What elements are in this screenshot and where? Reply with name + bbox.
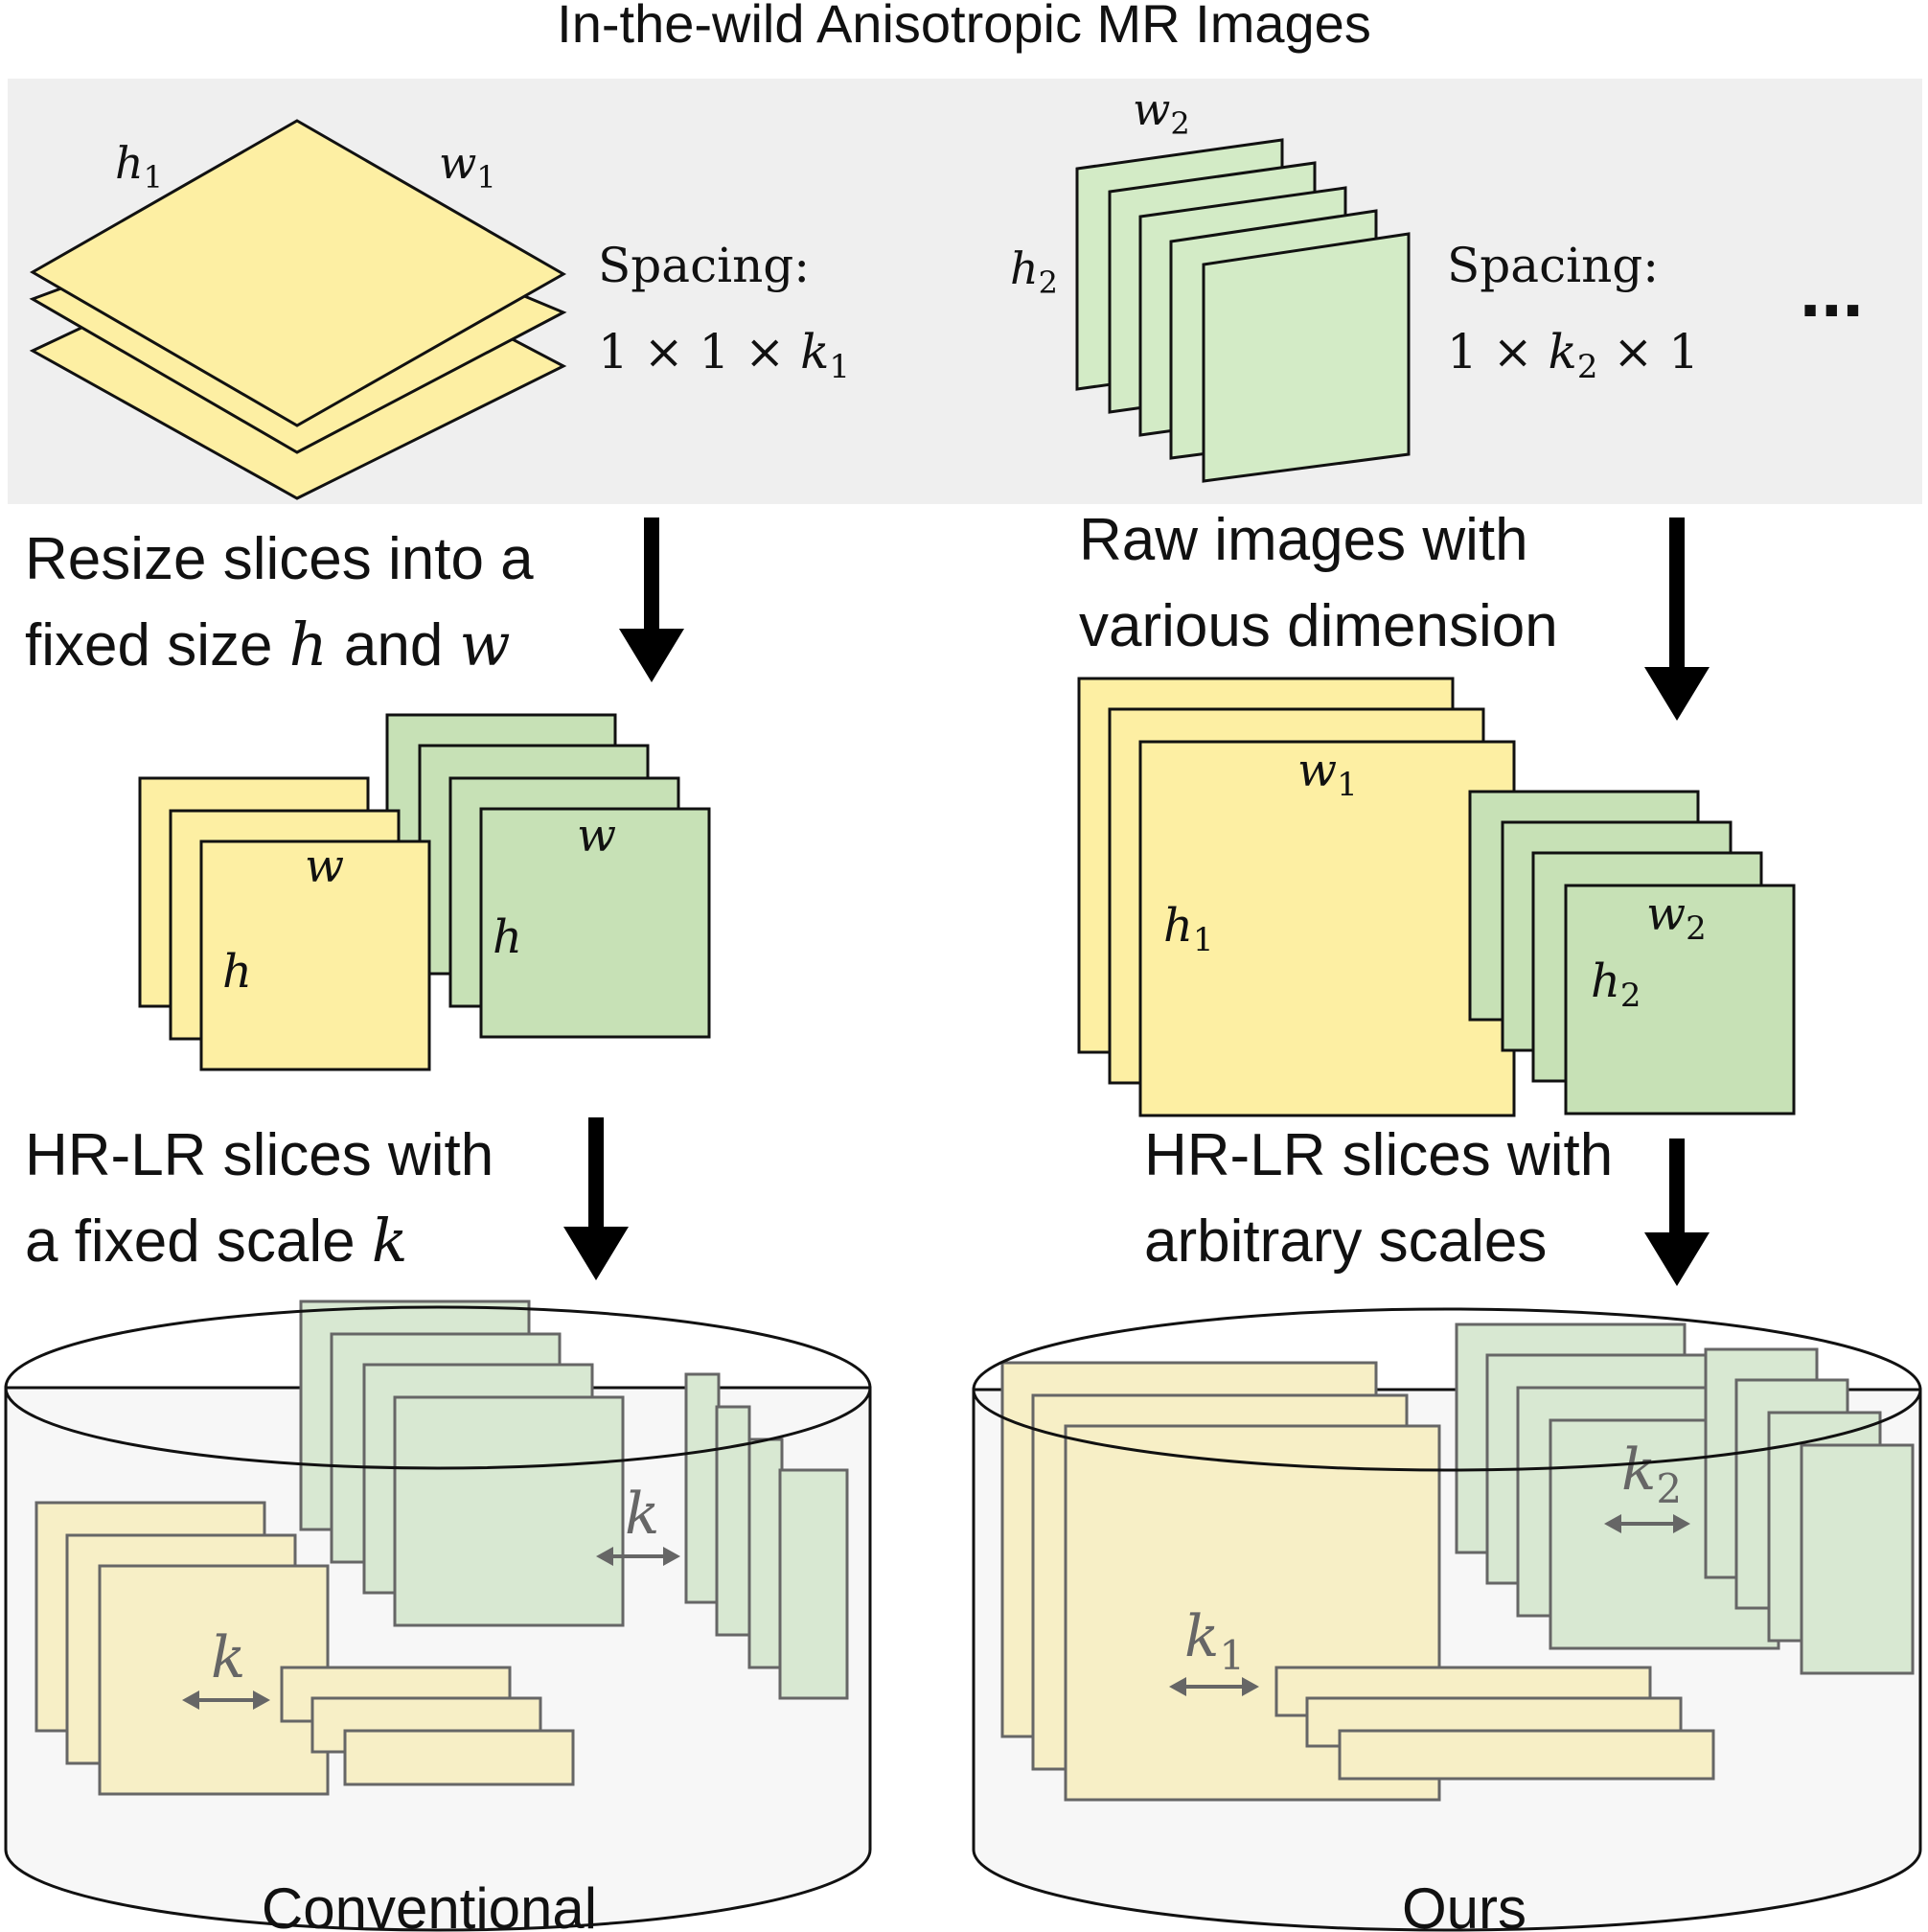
right-spacing-label: Spacing: bbox=[1447, 238, 1659, 293]
caption-ours: Ours bbox=[1402, 1876, 1526, 1932]
left-arrow-2 bbox=[563, 1117, 629, 1280]
db-right-k1: k1 bbox=[1184, 1603, 1245, 1679]
right-arrow-1 bbox=[1644, 518, 1710, 721]
h2-label: h2 bbox=[1010, 242, 1058, 301]
resized-yellow-w: w bbox=[305, 840, 344, 893]
caption-conventional: Conventional bbox=[262, 1876, 597, 1932]
raw-h1: h1 bbox=[1163, 899, 1214, 959]
w1-label: w1 bbox=[439, 137, 496, 196]
left-step2-line1: HR-LR slices with bbox=[25, 1122, 493, 1188]
right-step1-line1: Raw images with bbox=[1079, 507, 1528, 573]
raw-h2: h2 bbox=[1591, 954, 1641, 1015]
right-anisotropic-stack: w2 h2 bbox=[1010, 83, 1411, 483]
ellipsis: ... bbox=[1800, 247, 1864, 333]
h1-label: h1 bbox=[115, 137, 163, 196]
right-step2-line1: HR-LR slices with bbox=[1144, 1122, 1613, 1188]
right-arrow-2 bbox=[1644, 1138, 1710, 1286]
right-spacing-value: 1 × k2 × 1 bbox=[1447, 324, 1699, 389]
figure-title: In-the-wild Anisotropic MR Images bbox=[557, 0, 1371, 54]
right-step1-line2: various dimension bbox=[1079, 593, 1558, 659]
ours-database: k2 k1 bbox=[972, 1307, 1922, 1932]
w2-label: w2 bbox=[1133, 83, 1190, 142]
db-left-k-yellow: k bbox=[211, 1624, 245, 1691]
db-right-k2: k2 bbox=[1621, 1437, 1682, 1512]
right-step2-line2: arbitrary scales bbox=[1144, 1208, 1547, 1275]
left-step2-line2: a fixed scale k bbox=[25, 1206, 407, 1276]
conventional-database: k k bbox=[4, 1300, 872, 1932]
left-anisotropic-stack: h1 w1 bbox=[29, 119, 567, 500]
raw-w2: w2 bbox=[1646, 887, 1707, 948]
resized-slices: w h w h bbox=[138, 713, 711, 1071]
resized-green-h: h bbox=[493, 910, 522, 964]
left-spacing-value: 1 × 1 × k1 bbox=[598, 324, 850, 386]
raw-slices: w1 h1 w2 h2 bbox=[1077, 677, 1796, 1117]
left-spacing-label: Spacing: bbox=[598, 238, 810, 293]
left-step1-line2: fixed size h and w bbox=[25, 610, 511, 679]
db-left-k-green: k bbox=[625, 1481, 659, 1548]
left-arrow-1 bbox=[619, 518, 684, 682]
left-step1-line1: Resize slices into a bbox=[25, 526, 534, 592]
raw-w1: w1 bbox=[1297, 744, 1358, 804]
resized-green-w: w bbox=[577, 809, 616, 862]
resized-yellow-h: h bbox=[222, 945, 252, 999]
